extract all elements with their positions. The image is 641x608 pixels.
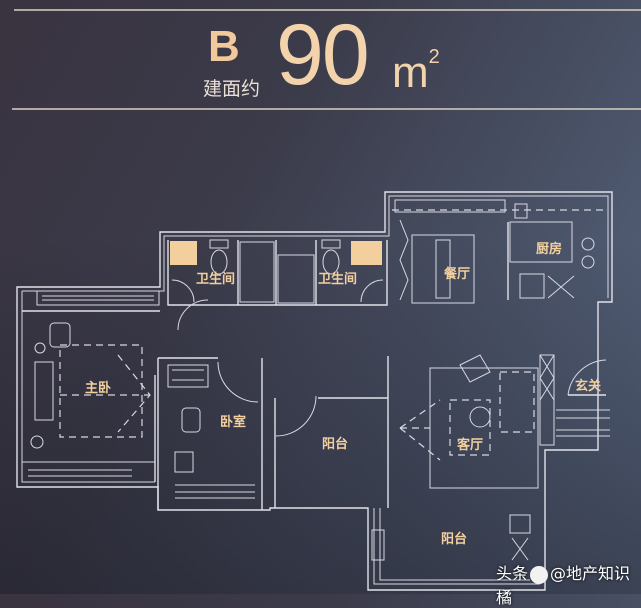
balcony-west [274, 356, 389, 508]
watermark: 头条@地产知识橘 [496, 560, 641, 608]
watermark-prefix: 头条 [496, 564, 529, 583]
room-label-dining: 餐厅 [443, 266, 470, 282]
balcony-south [371, 508, 540, 585]
room-label-balcony-1: 阳台 [322, 436, 348, 452]
unit-title: B 建面约 90 m2 [0, 0, 641, 110]
unit-type: B [208, 22, 240, 71]
room-label-entrance: 玄关 [575, 378, 601, 394]
area-prefix: 建面约 [203, 78, 261, 100]
room-label-living-room: 客厅 [457, 437, 483, 453]
dining-kitchen [392, 199, 605, 304]
living-room [399, 354, 555, 489]
area-unit: m2 [392, 46, 440, 97]
room-label-bathroom-1: 卫生间 [196, 271, 235, 287]
room-label-bathroom-2: 卫生间 [318, 271, 357, 287]
bathrooms [167, 239, 388, 306]
room-label-kitchen: 厨房 [536, 241, 562, 257]
room-label-bedroom: 卧室 [220, 414, 246, 430]
watermark-logo-icon [530, 565, 549, 584]
master-bedroom [22, 290, 160, 482]
entrance [556, 359, 610, 437]
room-label-master-bedroom: 主卧 [85, 380, 111, 396]
room-label-balcony-2: 阳台 [441, 531, 467, 547]
second-bedroom [157, 299, 263, 510]
floor-plan: 卫生间 卫生间 餐厅 厨房 主卧 卧室 阳台 客厅 玄关 阳台 [16, 191, 613, 591]
area-value: 90 [276, 7, 370, 103]
title-rule-top [14, 9, 641, 11]
title-rule-bottom [12, 108, 641, 110]
